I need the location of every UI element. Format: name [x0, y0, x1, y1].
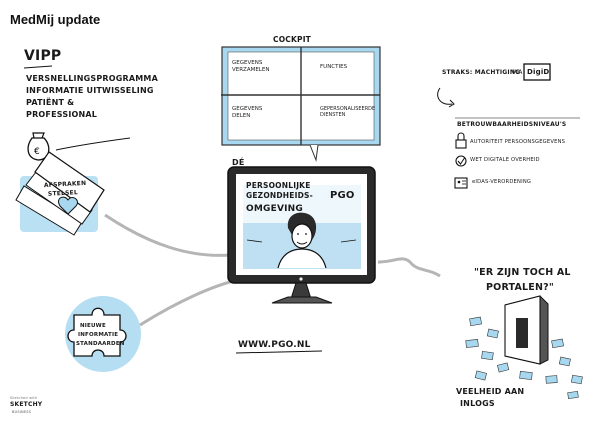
puzzle-piece-drawing	[65, 296, 141, 372]
quote-line-1: "ER ZIJN TOCH AL	[474, 267, 571, 278]
portal-building-drawing	[465, 295, 583, 400]
digid-logo: DigiD	[527, 68, 550, 76]
cockpit-window-drawing	[221, 46, 381, 162]
trust-item-autoriteit: AUTORITEIT PERSOONSGEGEVENS	[470, 139, 566, 145]
credit-small: Sketched with	[10, 396, 38, 400]
documents-stack-drawing	[15, 151, 105, 236]
de-label: DÉ	[232, 158, 245, 167]
puzzle-line-1: NIEUWE	[80, 323, 106, 329]
vipp-line-2: INFORMATIE UITWISSELING	[26, 86, 154, 95]
digid-drawing	[437, 63, 580, 119]
connector-line-afspraken	[104, 213, 233, 257]
vipp-line-4: PROFESSIONAL	[26, 110, 98, 119]
pgo-url: WWW.PGO.NL	[238, 340, 311, 350]
credit-brand: SKETCHY	[10, 401, 43, 408]
svg-text:€: €	[34, 147, 40, 157]
cockpit-label: COCKPIT	[273, 35, 311, 44]
trust-icons-drawing	[454, 132, 468, 189]
connector-line-standaarden	[139, 278, 239, 327]
vipp-line-1: VERSNELLINGSPROGRAMMA	[26, 74, 158, 83]
vipp-heading: VIPP	[24, 48, 62, 64]
veelheid-line-2: INLOGS	[460, 399, 495, 408]
pgo-acronym: PGO	[330, 190, 355, 201]
screen-line-1: PERSOONLIJKE	[246, 181, 311, 190]
quote-line-2: PORTALEN?"	[486, 282, 554, 293]
url-underline	[235, 350, 323, 354]
page-title: MedMij update	[10, 12, 101, 27]
vipp-line-3: PATIËNT &	[26, 98, 75, 107]
screen-line-2: GEZONDHEIDS-	[246, 191, 313, 200]
vipp-underline	[23, 65, 53, 69]
screen-line-3: OMGEVING	[246, 204, 303, 214]
via-text: VIA	[512, 69, 523, 76]
trust-heading: BETROUWBAARHEIDSNIVEAU'S	[457, 121, 567, 128]
credit-sub: BUSINESS	[12, 410, 32, 414]
veelheid-line-1: VEELHEID AAN	[456, 387, 525, 396]
money-bag-drawing: €	[27, 132, 131, 161]
straks-text: STRAKS: MACHTIGING	[442, 69, 521, 76]
cockpit-cell-functies: FUNCTIES	[320, 64, 348, 70]
trust-item-wet-digitale-overheid: WET DIGITALE OVERHEID	[470, 157, 540, 163]
puzzle-line-2: INFORMATIE	[78, 332, 119, 338]
connector-line-portalen	[377, 257, 441, 278]
trust-item-eidas: eIDAS-VERORDENING	[472, 179, 532, 185]
monitor-drawing	[227, 166, 376, 304]
puzzle-line-3: STANDAARDEN	[76, 341, 125, 347]
